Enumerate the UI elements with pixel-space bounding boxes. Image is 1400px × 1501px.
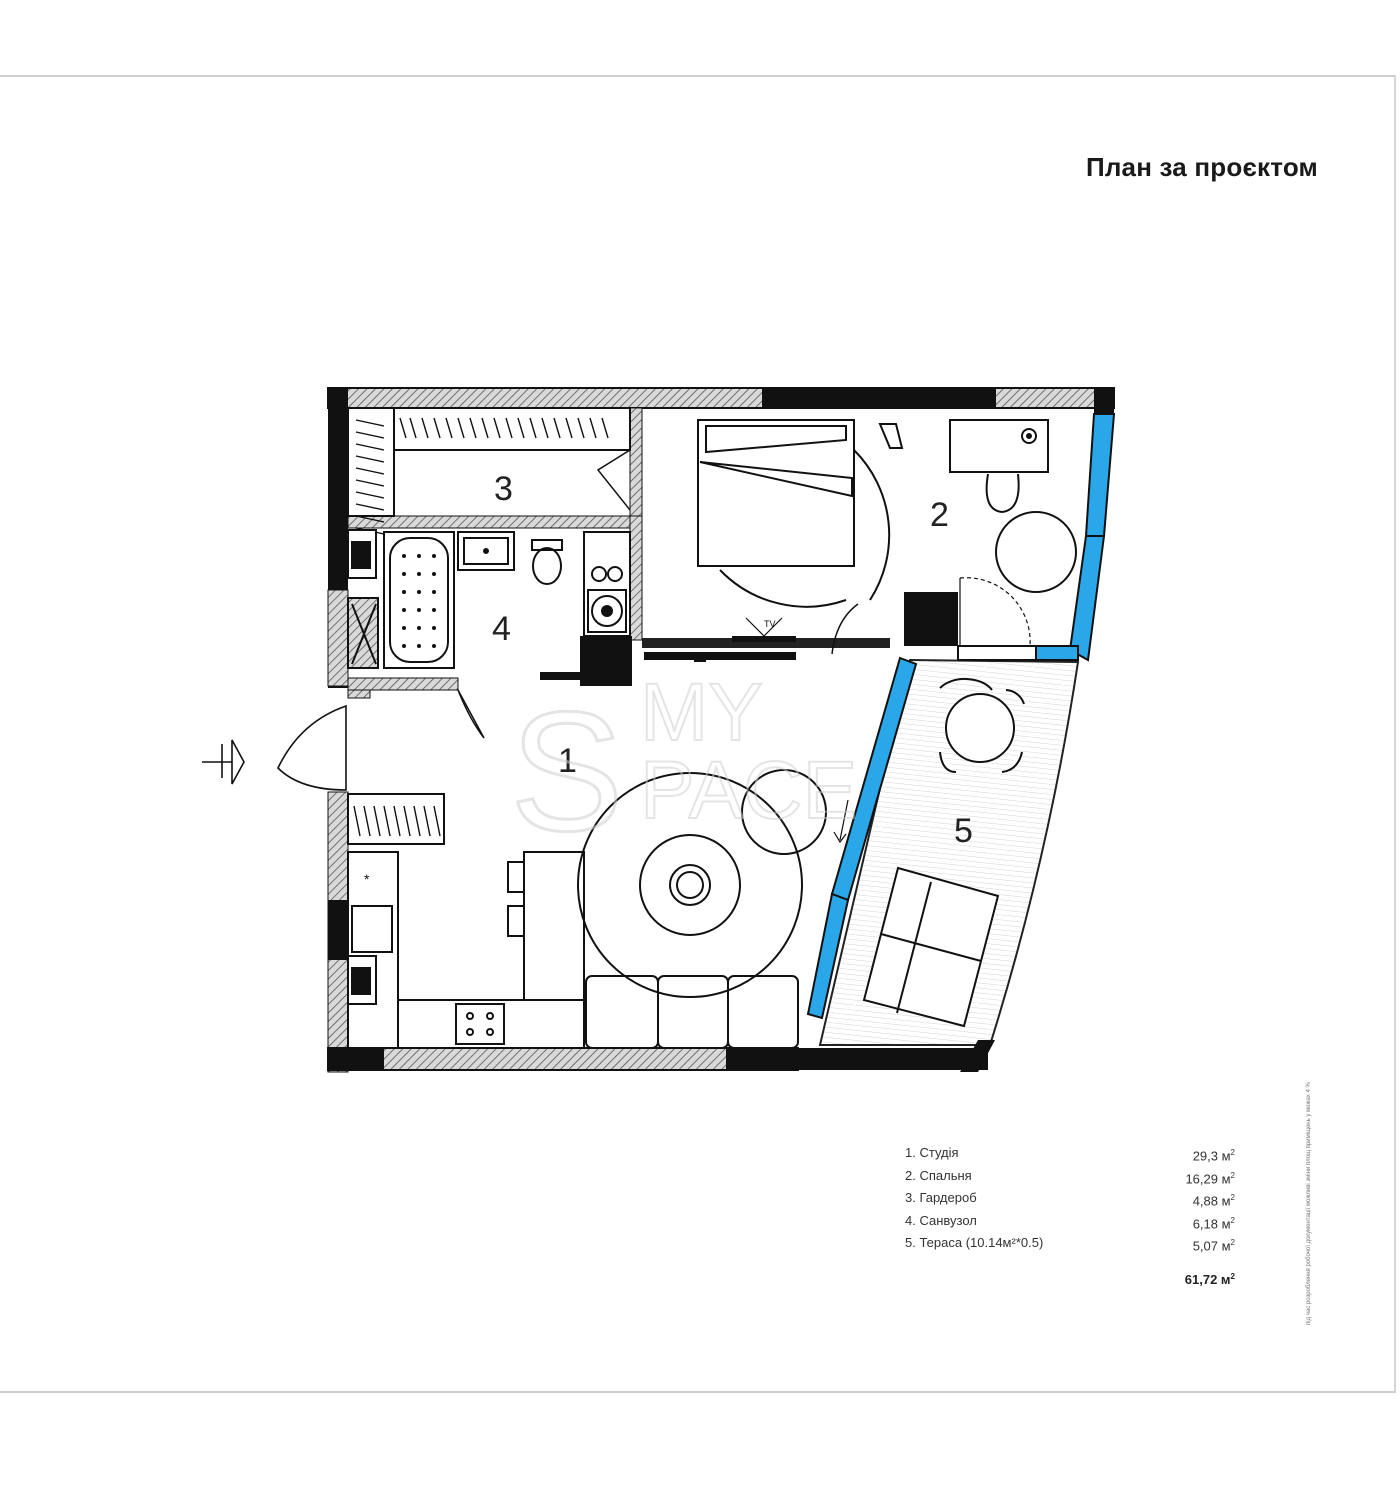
area-row: 1. Студія 29,3 м2 [905, 1145, 1235, 1164]
area-row: 5. Тераса (10.14м²*0.5) 5,07 м2 [905, 1235, 1235, 1254]
room-number-3: 3 [494, 470, 513, 508]
room-numbers: 1 2 3 4 5 [492, 470, 973, 850]
svg-text:MY: MY [640, 667, 763, 758]
room-number-1: 1 [558, 742, 577, 780]
wardrobe-room [347, 407, 631, 535]
room-number-4: 4 [492, 610, 511, 648]
bathroom-room [347, 529, 631, 739]
room-number-5: 5 [954, 812, 973, 850]
studio-room: * [202, 652, 849, 1049]
area-row: 2. Спальня 16,29 м2 [905, 1167, 1235, 1186]
tv-label: TV [764, 619, 776, 629]
terrace-furniture [862, 677, 1025, 1028]
side-note: під час розроблення робочої документації… [1306, 1082, 1312, 1325]
page-frame [0, 75, 1396, 1393]
svg-text:*: * [364, 871, 370, 887]
area-row: 4. Санвузол 6,18 м2 [905, 1212, 1235, 1231]
inner-walls [347, 407, 1039, 699]
bedroom-room: TV [697, 419, 1077, 655]
watermark-logo: S MY PACE [509, 666, 859, 869]
area-row: 3. Гардероб 4,88 м2 [905, 1190, 1235, 1209]
windows [806, 413, 1116, 1020]
svg-text:S: S [510, 677, 623, 867]
page-title: План за проєктом [1085, 152, 1318, 182]
area-table: 1. Студія 29,3 м2 2. Спальня 16,29 м2 3.… [905, 1142, 1235, 1287]
room-number-2: 2 [930, 496, 949, 534]
svg-text:PACE: PACE [640, 745, 857, 836]
